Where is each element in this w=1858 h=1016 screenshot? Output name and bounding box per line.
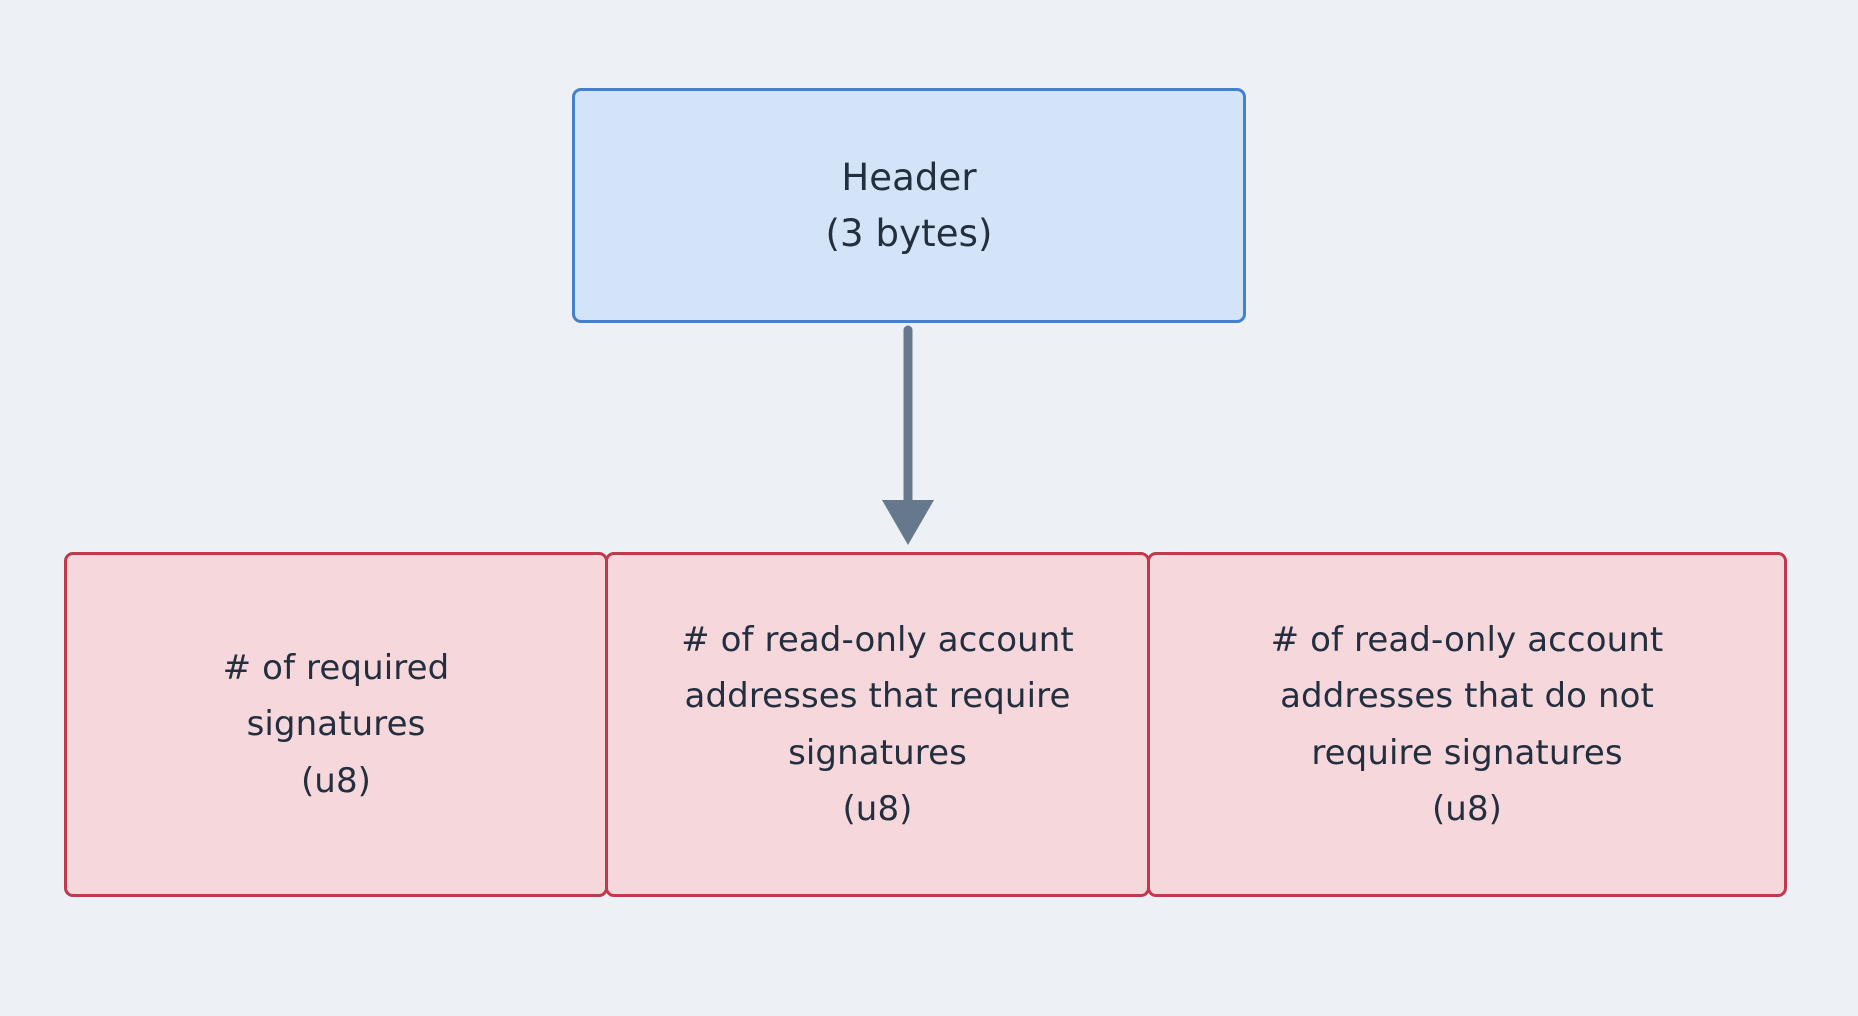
- field-line: addresses that require: [684, 676, 1071, 717]
- header-fields-row: # of required signatures (u8) # of read-…: [64, 552, 1787, 897]
- node-header-title: Header: [841, 156, 977, 199]
- field-line: signatures: [788, 732, 967, 773]
- field-line-type: (u8): [842, 788, 913, 829]
- field-line: addresses that do not: [1280, 676, 1654, 717]
- field-line: # of required: [222, 648, 450, 689]
- field-line: signatures: [246, 704, 426, 745]
- field-line: require signatures: [1311, 732, 1623, 773]
- node-header-size: (3 bytes): [825, 211, 993, 255]
- field-box-readonly-signed-accounts[interactable]: # of read-only account addresses that re…: [605, 552, 1150, 897]
- field-line-type: (u8): [1431, 788, 1503, 829]
- field-line: # of read-only account: [1270, 620, 1664, 661]
- field-line-type: (u8): [300, 760, 372, 801]
- down-arrow-icon: [882, 325, 934, 545]
- field-line: # of read-only account: [681, 620, 1074, 661]
- node-header[interactable]: Header (3 bytes): [572, 88, 1246, 323]
- field-box-required-signatures[interactable]: # of required signatures (u8): [64, 552, 608, 897]
- field-box-readonly-unsigned-accounts[interactable]: # of read-only account addresses that do…: [1147, 552, 1787, 897]
